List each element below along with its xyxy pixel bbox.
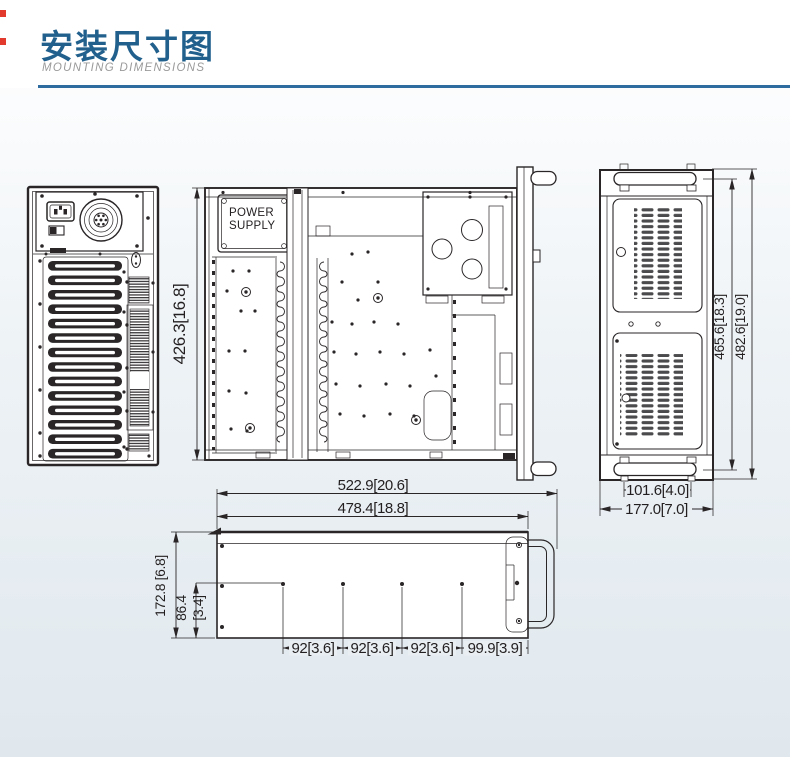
dimension-lengths: 522.9[20.6] 478.4[18.8] [216,477,558,549]
front-bracket [505,536,529,633]
slot [48,376,122,387]
dim-label-92-1: 92[3.6] [291,640,334,657]
power-supply-label-line1: POWER [229,207,274,219]
slot [48,362,122,372]
cage-bracket [488,205,504,289]
power-switch [48,225,65,236]
screw-holes [40,192,150,256]
dim-label-99: 99.9[3.9] [468,640,523,657]
side-view: 465.6[18.3] 482.6[19.0] 101.6[4.0] 177.0… [599,163,757,518]
dim-label-482: 482.6[19.0] [732,294,748,360]
slot [48,290,122,300]
slot [48,304,122,314]
vent-block [128,276,150,304]
front-panel-edge [516,166,534,481]
dimension-hole-spacing: 92[3.6] 92[3.6] 92[3.6] 99.9[3.9] [282,587,529,657]
edge-wedge [207,527,221,535]
left-edge-red-mark [0,10,6,17]
slot [48,275,122,286]
dim-label-86-in: [3.4] [190,595,206,620]
rear-panel-view [26,185,160,467]
page-title: 安装尺寸图 [40,28,215,65]
bar-bolt [294,189,301,194]
dim-label-478: 478.4[18.8] [338,500,409,517]
psu-tab [50,248,66,253]
rack-handle [613,171,697,186]
thumbscrew-hole [621,393,631,403]
slot [48,391,122,401]
rear-io-column [122,252,155,458]
power-supply-label-line2: SUPPLY [229,220,275,232]
slot [48,420,122,430]
drive-bay-hole [461,219,483,241]
front-bay [499,403,513,436]
screw-holes [122,270,155,458]
rack-handle [530,461,557,477]
dim-label-92-2: 92[3.6] [350,640,393,657]
psu-fan [79,198,123,242]
card-cage-area [212,256,277,454]
vent-block [128,433,150,452]
ac-inlet [46,201,75,222]
dim-label-522: 522.9[20.6] [338,477,409,494]
dim-label-101: 101.6[4.0] [626,482,689,499]
dim-label-465: 465.6[18.3] [711,294,727,360]
front-bay [499,352,513,385]
slot [48,405,122,416]
header-divider-line [38,85,790,88]
dim-label-86-mm: 86.4 [173,595,189,621]
page-header: 安装尺寸图 MOUNTING DIMENSIONS [0,0,790,88]
io-connector-strip [126,304,154,431]
drive-bay-hole [431,238,453,260]
plate-cutout [423,390,452,441]
vent-panel-upper [612,198,703,313]
front-latch [532,249,541,263]
dimension-side-heights: 465.6[18.3] 482.6[19.0] [703,168,757,480]
rack-handle [613,462,697,477]
mounting-holes [220,544,464,629]
page-subtitle: MOUNTING DIMENSIONS [42,62,206,74]
screw-holes [221,190,508,433]
slot [48,318,122,329]
vent-panel-lower [612,332,703,450]
standoff-holes [241,287,421,433]
top-view: POWER SUPPLY [170,166,557,481]
dim-label-426: 426.3[16.8] [170,284,189,365]
bottom-side-view: 522.9[20.6] 478.4[18.8] 172.8 [6.8] 86.4… [152,477,558,657]
dimension-heights: 172.8 [6.8] 86.4 [3.4] [152,531,283,639]
emi-finger-strip [316,258,329,452]
drive-bay-hole [461,258,483,280]
drive-cage [422,191,513,304]
dim-label-92-3: 92[3.6] [410,640,453,657]
screw-holes [38,259,129,458]
dimension-side-widths: 101.6[4.0] 177.0[7.0] [599,481,714,518]
serial-connector [131,252,141,268]
dim-label-172: 172.8 [6.8] [152,555,168,617]
slot [48,448,122,459]
left-edge-red-mark [0,38,6,45]
slot [48,347,122,358]
chassis-handle [528,539,555,629]
expansion-slots [38,256,129,462]
support-bar [286,187,309,461]
dim-label-177: 177.0[7.0] [625,501,688,518]
power-supply-box: POWER SUPPLY [217,194,291,253]
slot [48,434,122,444]
psu-section [33,191,153,256]
slot [48,261,122,271]
thumbscrew-hole [616,247,626,257]
dimension-height-top-view: 426.3[16.8] [170,187,205,461]
rack-handle [530,170,557,186]
slot [48,333,122,343]
